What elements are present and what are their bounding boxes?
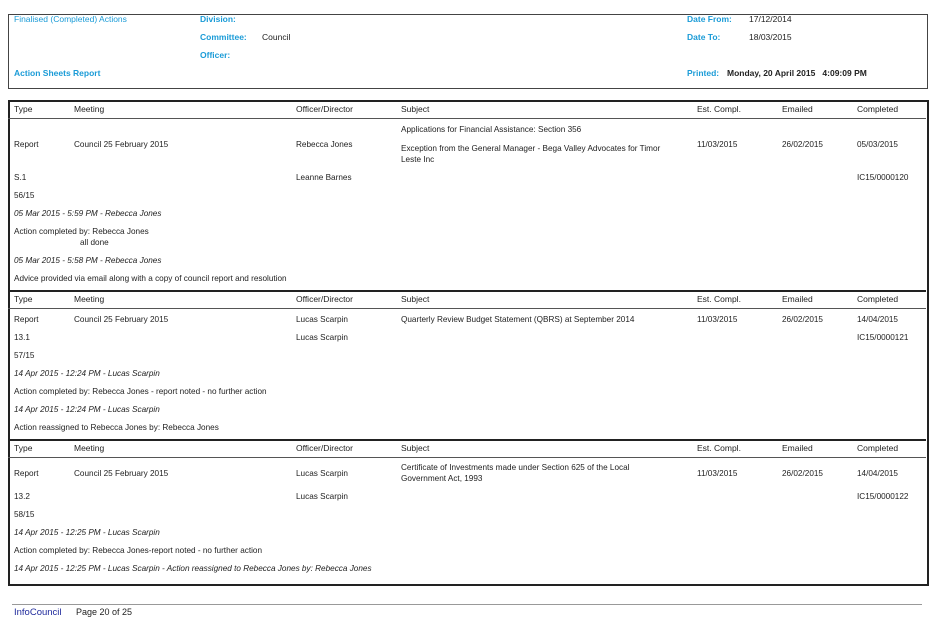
subject: Quarterly Review Budget Statement (QBRS)…	[401, 315, 635, 324]
printed-value: Monday, 20 April 2015 4:09:09 PM	[727, 68, 867, 78]
divider	[8, 118, 926, 119]
section-divider	[8, 439, 926, 441]
completed: 14/04/2015	[857, 469, 898, 478]
officer-secondary: Leanne Barnes	[296, 173, 352, 182]
col-completed: Completed	[857, 294, 899, 304]
log-text: Advice provided via email along with a c…	[14, 274, 287, 283]
resolution: 57/15	[14, 351, 35, 360]
emailed: 26/02/2015	[782, 469, 823, 478]
col-emailed: Emailed	[782, 443, 813, 453]
col-emailed: Emailed	[782, 294, 813, 304]
divider	[8, 308, 926, 309]
col-subject: Subject	[401, 104, 430, 114]
col-meeting: Meeting	[74, 443, 105, 453]
officer: Lucas Scarpin	[296, 315, 348, 324]
col-est: Est. Compl.	[697, 294, 741, 304]
meeting: Council 25 February 2015	[74, 140, 169, 149]
officer-secondary: Lucas Scarpin	[296, 492, 348, 501]
officer-secondary: Lucas Scarpin	[296, 333, 348, 342]
col-est: Est. Compl.	[697, 443, 741, 453]
resolution: 58/15	[14, 510, 35, 519]
reference: IC15/0000120	[857, 173, 909, 182]
log-stamp: 14 Apr 2015 - 12:24 PM - Lucas Scarpin	[14, 369, 160, 378]
subject: Certificate of Investments made under Se…	[401, 463, 630, 483]
col-type: Type	[14, 104, 33, 114]
report-status: Finalised (Completed) Actions	[14, 14, 127, 24]
col-officer: Officer/Director	[296, 443, 353, 453]
committee-value: Council	[262, 32, 291, 42]
col-type: Type	[14, 294, 33, 304]
col-completed: Completed	[857, 104, 899, 114]
reference: IC15/0000122	[857, 492, 909, 501]
col-est: Est. Compl.	[697, 104, 741, 114]
officer: Lucas Scarpin	[296, 469, 348, 478]
footer-rule	[12, 604, 922, 605]
col-officer: Officer/Director	[296, 104, 353, 114]
printed-label: Printed:	[687, 68, 720, 78]
actions-table	[8, 100, 929, 586]
item-number: 13.1	[14, 333, 30, 342]
item-number: 13.2	[14, 492, 30, 501]
meeting: Council 25 February 2015	[74, 315, 169, 324]
col-officer: Officer/Director	[296, 294, 353, 304]
footer-brand: InfoCouncil	[14, 607, 62, 618]
col-meeting: Meeting	[74, 104, 105, 114]
completed: 14/04/2015	[857, 315, 898, 324]
col-completed: Completed	[857, 443, 899, 453]
col-subject: Subject	[401, 443, 430, 453]
type: Report	[14, 140, 39, 149]
col-meeting: Meeting	[74, 294, 105, 304]
log-stamp: 14 Apr 2015 - 12:25 PM - Lucas Scarpin	[14, 528, 160, 537]
type: Report	[14, 315, 39, 324]
reference: IC15/0000121	[857, 333, 909, 342]
report-header-box	[8, 14, 928, 89]
divider	[8, 457, 926, 458]
item-number: S.1	[14, 173, 27, 182]
meeting: Council 25 February 2015	[74, 469, 169, 478]
completed: 05/03/2015	[857, 140, 898, 149]
est-compl: 11/03/2015	[697, 140, 738, 149]
officer-label: Officer:	[200, 50, 231, 60]
date-from-value: 17/12/2014	[749, 14, 792, 24]
emailed: 26/02/2015	[782, 140, 823, 149]
section-divider	[8, 290, 926, 292]
log-text: Action completed by: Rebecca Jones - rep…	[14, 387, 267, 396]
date-to-label: Date To:	[687, 32, 721, 42]
subject-heading: Applications for Financial Assistance: S…	[401, 125, 582, 134]
report-title: Action Sheets Report	[14, 68, 101, 78]
log-stamp: 14 Apr 2015 - 12:24 PM - Lucas Scarpin	[14, 405, 160, 414]
emailed: 26/02/2015	[782, 315, 823, 324]
col-subject: Subject	[401, 294, 430, 304]
log-text: Action completed by: Rebecca Jones-repor…	[14, 546, 263, 555]
log-note: all done	[80, 238, 109, 247]
log-text: Action reassigned to Rebecca Jones by: R…	[14, 423, 219, 432]
resolution: 56/15	[14, 191, 35, 200]
subject: Exception from the General Manager - Beg…	[401, 144, 661, 164]
log-stamp: 05 Mar 2015 - 5:58 PM - Rebecca Jones	[14, 256, 162, 265]
division-label: Division:	[200, 14, 236, 24]
est-compl: 11/03/2015	[697, 469, 738, 478]
col-emailed: Emailed	[782, 104, 813, 114]
type: Report	[14, 469, 39, 478]
committee-label: Committee:	[200, 32, 247, 42]
page-number: Page 20 of 25	[76, 607, 133, 617]
date-from-label: Date From:	[687, 14, 732, 24]
date-to-value: 18/03/2015	[749, 32, 792, 42]
log-stamp: 14 Apr 2015 - 12:25 PM - Lucas Scarpin -…	[14, 564, 372, 573]
officer: Rebecca Jones	[296, 140, 353, 149]
log-stamp: 05 Mar 2015 - 5:59 PM - Rebecca Jones	[14, 209, 162, 218]
col-type: Type	[14, 443, 33, 453]
est-compl: 11/03/2015	[697, 315, 738, 324]
log-text: Action completed by: Rebecca Jones	[14, 227, 149, 236]
